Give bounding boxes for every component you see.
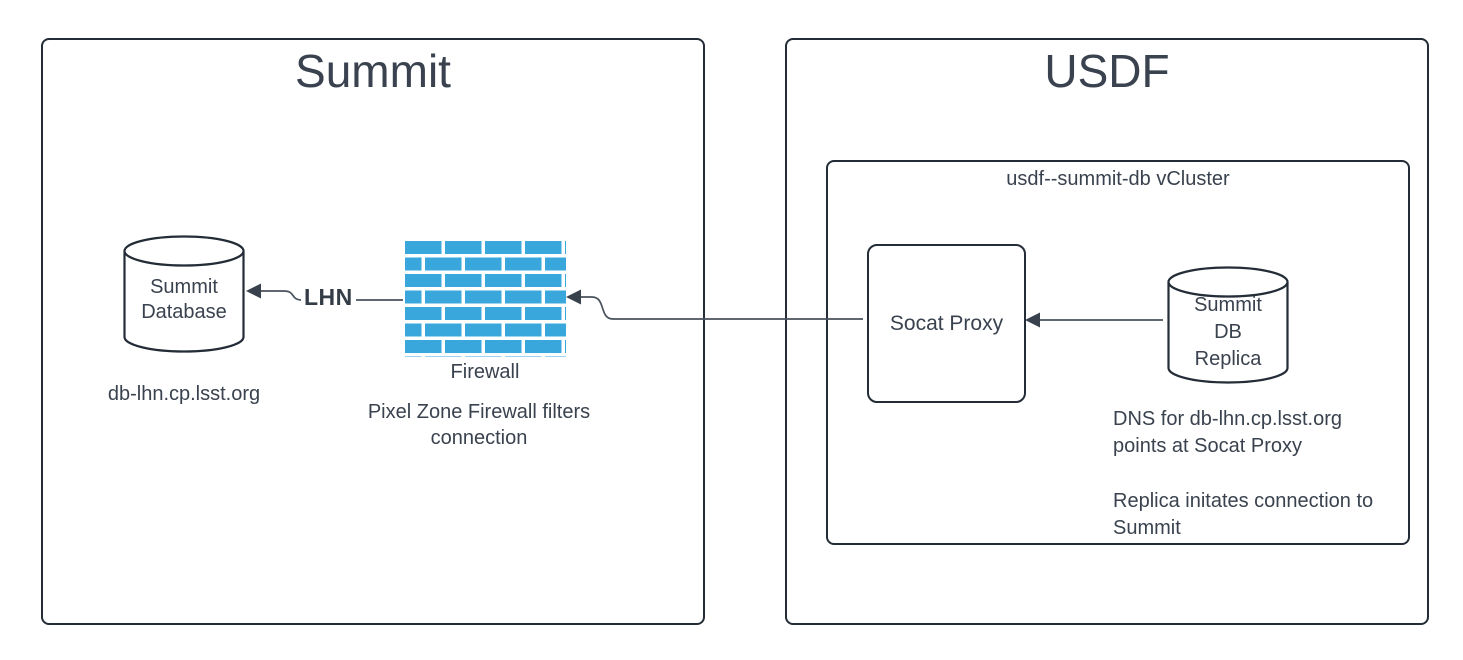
firewall-caption-line2: connection bbox=[430, 427, 528, 449]
replica-note-line2: Summit bbox=[1113, 517, 1181, 539]
summit-database-label-line1: Summit bbox=[150, 276, 218, 298]
dns-note-line2: points at Socat Proxy bbox=[1113, 435, 1302, 457]
replica-note-line1: Replica initates connection to bbox=[1113, 490, 1374, 512]
lhn-edge-label: LHN bbox=[301, 284, 356, 311]
firewall-icon bbox=[405, 241, 566, 357]
summit-zone-title: Summit bbox=[295, 45, 451, 97]
firewall-label: Firewall bbox=[450, 361, 520, 383]
summit-database-icon: Summit Database bbox=[123, 235, 245, 353]
vcluster-notes: DNS for db-lhn.cp.lsst.org points at Soc… bbox=[1113, 406, 1405, 542]
socat-proxy-label: Socat Proxy bbox=[889, 311, 1004, 335]
replica-label-line2: DB bbox=[1214, 321, 1242, 343]
replica-label-line1: Summit bbox=[1194, 294, 1262, 316]
usdf-zone-title: USDF bbox=[1044, 45, 1170, 97]
dns-note: DNS for db-lhn.cp.lsst.org points at Soc… bbox=[1113, 406, 1405, 460]
summit-database-hostname: db-lhn.cp.lsst.org bbox=[107, 383, 261, 405]
summit-zone-box: Summit Summit Database db-lhn.cp.lsst.or… bbox=[41, 38, 705, 625]
summit-database-label: Summit Database bbox=[123, 235, 245, 353]
vcluster-label: usdf--summit-db vCluster bbox=[1006, 168, 1230, 190]
replica-note: Replica initates connection to Summit bbox=[1113, 488, 1405, 542]
firewall-caption: Pixel Zone Firewall filters connection bbox=[339, 399, 619, 451]
usdf-zone-box: USDF usdf--summit-db vCluster Socat Prox… bbox=[785, 38, 1429, 625]
summit-db-replica-icon: Summit DB Replica bbox=[1167, 266, 1289, 384]
socat-proxy-box: Socat Proxy bbox=[867, 244, 1026, 403]
dns-note-line1: DNS for db-lhn.cp.lsst.org bbox=[1113, 408, 1342, 430]
replica-label-line3: Replica bbox=[1194, 348, 1262, 370]
vcluster-box: usdf--summit-db vCluster Socat Proxy Sum… bbox=[826, 160, 1410, 545]
summit-database-label-line2: Database bbox=[141, 301, 227, 323]
summit-db-replica-label: Summit DB Replica bbox=[1167, 266, 1289, 384]
firewall-caption-line1: Pixel Zone Firewall filters bbox=[367, 401, 591, 423]
